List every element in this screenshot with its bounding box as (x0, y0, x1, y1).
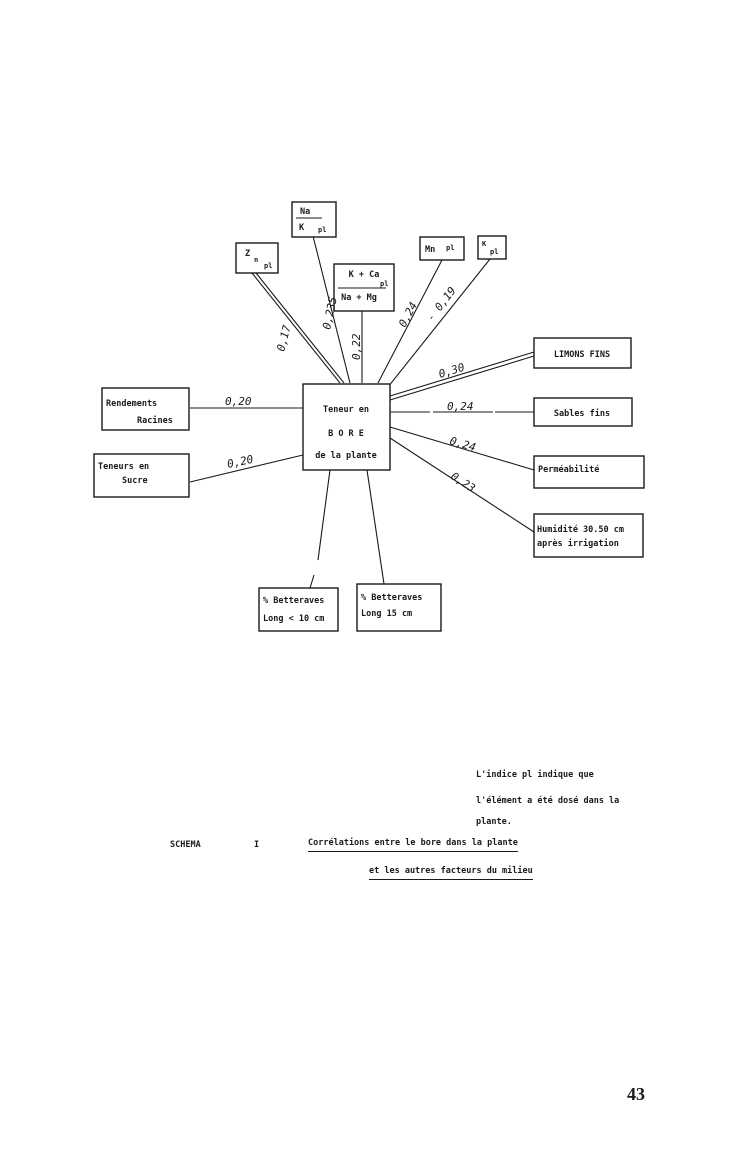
kca-denominator: Na + Mg (341, 293, 377, 303)
coef-na-k: 0,235 (320, 296, 340, 331)
coef-kca: 0,22 (350, 333, 363, 360)
zn-sup: pl (264, 262, 272, 270)
connector-lines (189, 235, 535, 589)
zn-main: Z (245, 249, 250, 259)
sables-label: Sables fins (554, 408, 610, 419)
center-line2: B O R E (328, 429, 364, 439)
note-line2: l'élément a été dosé dans la (476, 796, 620, 806)
line-limons-b (389, 355, 535, 401)
line-bett10 (317, 469, 331, 561)
node-kca: K + Ca pl Na + Mg (333, 263, 395, 312)
node-sables: Sables fins (533, 397, 633, 427)
node-k: K pl (477, 235, 507, 260)
line-na-k (312, 235, 351, 384)
note-line3: plante. (476, 817, 512, 827)
line-k (383, 258, 491, 393)
kca-numerator: K + Ca (349, 270, 380, 280)
mn-main: Mn (425, 245, 435, 255)
coef-mn: 0,24 (396, 300, 420, 330)
k-sup: pl (490, 248, 498, 256)
coef-permeabilite: 0,24 (448, 434, 477, 454)
permeabilite-label: Perméabilité (538, 464, 599, 475)
node-limons: LIMONS FINS (533, 337, 632, 369)
node-teneurs-sucre: Teneurs en Sucre (93, 453, 190, 498)
caption-line1: Corrélations entre le bore dans la plant… (308, 838, 518, 852)
coef-humidite: 0,23 (448, 470, 477, 495)
na-k-denominator: K (299, 223, 305, 233)
center-line3: de la plante (315, 451, 376, 461)
coef-zn: 0,17 (274, 323, 294, 352)
line-limons-a (389, 351, 535, 397)
coef-teneurs-sucre: 0,20 (226, 453, 255, 471)
humidite-line2: après irrigation (537, 538, 619, 549)
line-mn (377, 259, 443, 384)
coef-rendements: 0,20 (225, 395, 252, 408)
rendements-line1: Rendements (106, 399, 157, 409)
k-main: K (482, 240, 487, 248)
teneurs-sucre-line1: Teneurs en (98, 462, 149, 472)
page-number: 43 (627, 1084, 645, 1104)
bett15-line2: Long 15 cm (361, 609, 412, 619)
node-rendements: Rendements Racines (101, 387, 190, 431)
note-line1: L'indice pl indique que (476, 770, 594, 780)
line-permeabilite (389, 426, 535, 471)
line-bett15 (366, 469, 385, 585)
caption-line2: et les autres facteurs du milieu (369, 866, 533, 880)
node-humidite: Humidité 30.50 cm après irrigation (533, 513, 644, 558)
limons-label: LIMONS FINS (554, 350, 610, 360)
node-zn: Z n pl (235, 242, 279, 274)
zn-sub: n (254, 256, 258, 264)
node-mn: Mn pl (419, 236, 465, 261)
line-zn-b (255, 272, 345, 384)
na-k-numerator: Na (300, 207, 310, 217)
teneurs-sucre-line2: Sucre (122, 476, 148, 486)
rendements-line2: Racines (137, 415, 173, 426)
line-bett10-lower (309, 574, 315, 589)
mn-sup: pl (446, 244, 454, 252)
humidite-line1: Humidité 30.50 cm (537, 524, 624, 535)
center-node: Teneur en B O R E de la plante (302, 383, 391, 471)
caption-number: I (254, 840, 260, 850)
caption-label: SCHEMA (170, 840, 201, 850)
node-bett15: % Betteraves Long 15 cm (356, 583, 442, 632)
bett10-line2: Long < 10 cm (263, 614, 324, 624)
line-humidite (389, 437, 535, 533)
line-teneurs-sucre (189, 454, 304, 483)
center-line1: Teneur en (323, 405, 369, 415)
node-bett10: % Betteraves Long < 10 cm (258, 587, 339, 632)
line-zn-a (251, 272, 341, 384)
bett10-line1: % Betteraves (263, 596, 324, 606)
node-permeabilite: Perméabilité (533, 455, 645, 489)
node-na-k: Na K pl (291, 201, 337, 238)
coef-sables: 0,24 (447, 400, 474, 413)
kca-sup: pl (380, 280, 388, 288)
bett15-line1: % Betteraves (361, 593, 422, 603)
na-k-sup: pl (318, 226, 326, 234)
